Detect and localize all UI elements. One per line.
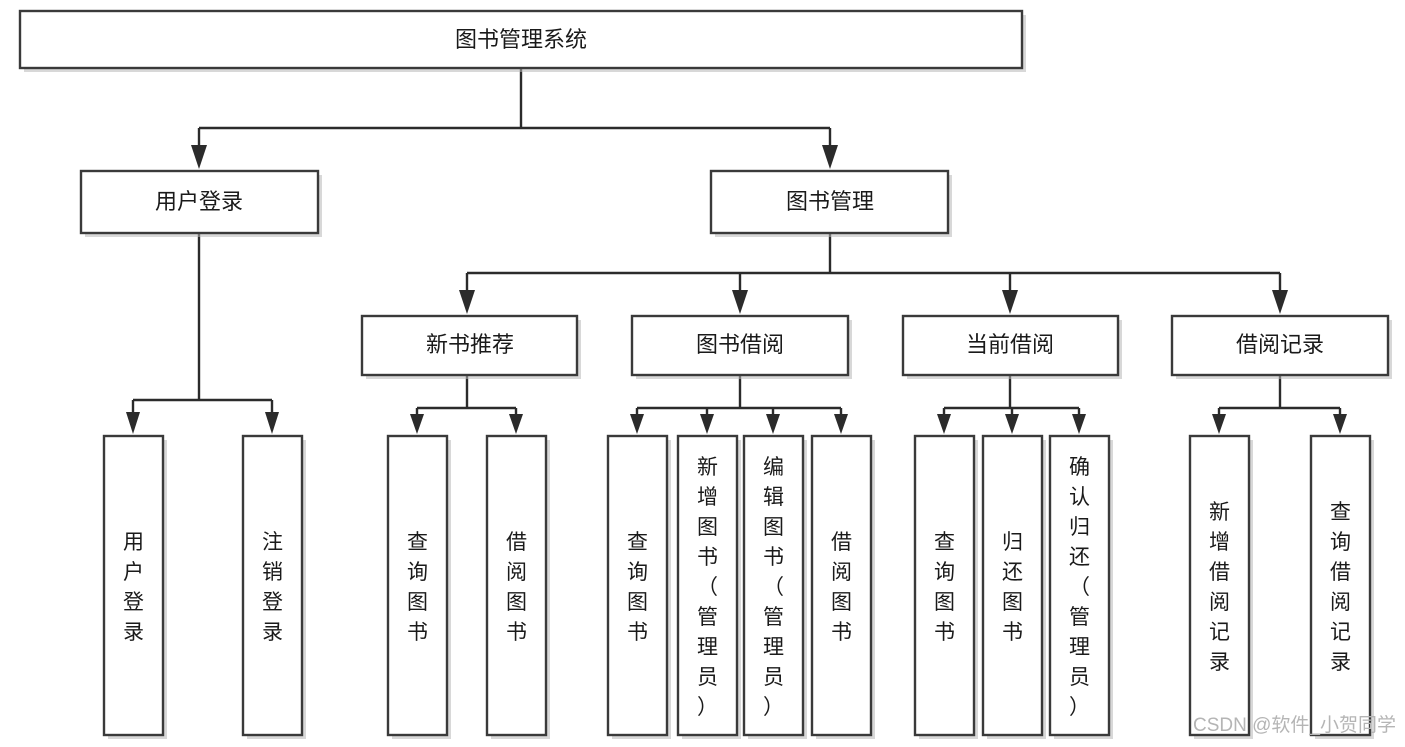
node-root[interactable]: 图书管理系统 <box>18 9 1026 72</box>
node-leaf-borrow-book-1-label: 借阅图书 <box>506 531 527 644</box>
vertical-bracket-glyph: （ <box>1069 576 1090 599</box>
node-leaf-query-book-2[interactable]: 查询图书 <box>606 434 671 739</box>
node-book-borrow-box <box>630 314 850 377</box>
node-leaf-edit-book-box <box>742 434 805 737</box>
node-leaf-query-record-box <box>1309 434 1372 737</box>
node-book-manage[interactable]: 图书管理 <box>709 169 952 237</box>
node-leaf-borrow-book-1[interactable]: 借阅图书 <box>485 434 550 739</box>
node-leaf-add-book-label: 新增图书（管理员） <box>697 456 718 719</box>
node-leaf-user-login-box <box>102 434 165 737</box>
node-root-box <box>18 9 1024 70</box>
arrow-to-leaf-query-1 <box>410 414 424 434</box>
arrow-to-leaf-query-3 <box>937 414 951 434</box>
node-leaf-borrow-book-2-label: 借阅图书 <box>831 531 852 644</box>
arrow-to-user-login <box>191 145 207 169</box>
node-leaf-user-logout[interactable]: 注销登录 <box>241 434 306 739</box>
node-current-borrow-box <box>901 314 1120 377</box>
node-leaf-query-record-label: 查询借阅记录 <box>1330 501 1351 674</box>
node-leaf-borrow-book-2-box <box>810 434 873 737</box>
arrow-to-leaf-user-login <box>126 412 140 434</box>
arrow-to-leaf-query-2 <box>630 414 644 434</box>
node-leaf-query-book-1[interactable]: 查询图书 <box>386 434 451 739</box>
vertical-bracket-glyph: ） <box>763 696 784 719</box>
vertical-bracket-glyph: ） <box>697 696 718 719</box>
csdn-watermark: CSDN @软件_小贺同学 <box>1193 714 1396 736</box>
connector-layer <box>126 68 1347 434</box>
node-book-borrow-label: 图书借阅 <box>696 332 784 357</box>
node-leaf-confirm-return-box <box>1048 434 1111 737</box>
arrow-to-leaf-return-book <box>1005 414 1019 434</box>
arrow-to-leaf-add-record <box>1212 414 1226 434</box>
node-leaf-confirm-return[interactable]: 确认归还（管理员） <box>1048 434 1113 739</box>
node-leaf-query-record[interactable]: 查询借阅记录 <box>1309 434 1374 739</box>
node-new-book-recommend[interactable]: 新书推荐 <box>360 314 581 379</box>
node-leaf-confirm-return-label: 确认归还（管理员） <box>1069 456 1090 719</box>
vertical-bracket-glyph: ） <box>1069 696 1090 719</box>
arrow-to-book-manage <box>822 145 838 169</box>
node-leaf-query-book-1-box <box>386 434 449 737</box>
node-book-manage-label: 图书管理 <box>786 189 874 214</box>
node-leaf-user-login[interactable]: 用户登录 <box>102 434 167 739</box>
arrow-to-leaf-edit-book <box>766 414 780 434</box>
arrow-to-new-book <box>459 290 475 314</box>
arrow-to-borrow-record <box>1272 290 1288 314</box>
node-leaf-query-book-1-label: 查询图书 <box>407 531 428 644</box>
node-leaf-add-book-box <box>676 434 739 737</box>
node-new-book-recommend-label: 新书推荐 <box>426 332 514 357</box>
node-user-login-label: 用户登录 <box>155 189 243 214</box>
node-leaf-add-record-label: 新增借阅记录 <box>1209 501 1230 674</box>
node-leaf-borrow-book-1-box <box>485 434 548 737</box>
node-book-borrow[interactable]: 图书借阅 <box>630 314 852 379</box>
node-current-borrow[interactable]: 当前借阅 <box>901 314 1122 379</box>
vertical-bracket-glyph: （ <box>697 576 718 599</box>
node-leaf-user-logout-label: 注销登录 <box>262 531 283 644</box>
node-root-label: 图书管理系统 <box>455 27 587 52</box>
node-leaf-edit-book[interactable]: 编辑图书（管理员） <box>742 434 807 739</box>
node-leaf-query-book-2-label: 查询图书 <box>627 531 648 644</box>
node-leaf-query-book-3-label: 查询图书 <box>934 531 955 644</box>
node-leaf-add-record[interactable]: 新增借阅记录 <box>1188 434 1253 739</box>
node-current-borrow-label: 当前借阅 <box>966 332 1054 357</box>
node-leaf-return-book[interactable]: 归还图书 <box>981 434 1046 739</box>
node-user-login[interactable]: 用户登录 <box>79 169 322 237</box>
arrow-to-leaf-borrow-2 <box>834 414 848 434</box>
arrow-to-leaf-query-record <box>1333 414 1347 434</box>
node-borrow-record[interactable]: 借阅记录 <box>1170 314 1392 379</box>
arrow-to-leaf-borrow-1 <box>509 414 523 434</box>
node-leaf-return-book-box <box>981 434 1044 737</box>
arrow-to-leaf-user-logout <box>265 412 279 434</box>
node-user-login-box <box>79 169 320 235</box>
leaf-node-layer: 用户登录 注销登录 查询图书 借阅图书 查询图书 新增图书（管理员） 编辑图书（管理员） 借阅… <box>102 434 1374 739</box>
node-leaf-edit-book-label: 编辑图书（管理员） <box>763 456 784 719</box>
node-leaf-user-login-label: 用户登录 <box>123 531 144 644</box>
node-new-book-recommend-box <box>360 314 579 377</box>
node-leaf-add-record-box <box>1188 434 1251 737</box>
node-borrow-record-label: 借阅记录 <box>1236 332 1324 357</box>
arrow-to-leaf-confirm-return <box>1072 414 1086 434</box>
node-leaf-add-book[interactable]: 新增图书（管理员） <box>676 434 741 739</box>
vertical-bracket-glyph: （ <box>763 576 784 599</box>
arrow-to-leaf-add-book <box>700 414 714 434</box>
node-leaf-query-book-3-box <box>913 434 976 737</box>
node-leaf-query-book-3[interactable]: 查询图书 <box>913 434 978 739</box>
arrow-to-current-borrow <box>1002 290 1018 314</box>
node-book-manage-box <box>709 169 950 235</box>
node-leaf-return-book-label: 归还图书 <box>1002 531 1023 644</box>
node-leaf-borrow-book-2[interactable]: 借阅图书 <box>810 434 875 739</box>
arrow-to-book-borrow <box>732 290 748 314</box>
node-leaf-user-logout-box <box>241 434 304 737</box>
node-leaf-query-book-2-box <box>606 434 669 737</box>
node-borrow-record-box <box>1170 314 1390 377</box>
node-layer: 图书管理系统 用户登录 图书管理 新书推荐 图书借阅 <box>18 9 1392 739</box>
